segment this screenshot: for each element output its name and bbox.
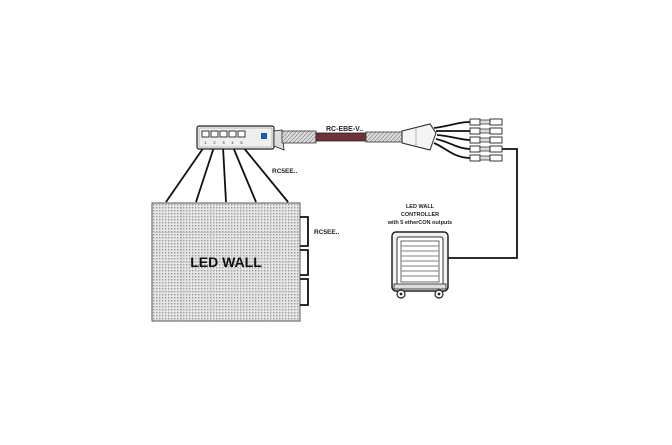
multicore-cable — [273, 123, 437, 151]
port-number-2: 2 — [213, 140, 216, 145]
controller-label-line3: with 5 etherCON outputs — [387, 220, 453, 226]
patch-cable-label-top: RC5EE.. — [272, 168, 298, 175]
etherCON-connectors — [469, 118, 503, 162]
led-wall-loop-cables — [300, 216, 309, 306]
controller-label-line2: CONTROLLER — [400, 212, 440, 218]
led-wall — [151, 202, 301, 322]
led-wall-label: LED WALL — [190, 254, 262, 270]
patch-cable-label-side: RC5EE.. — [314, 229, 340, 236]
port-number-3: 3 — [222, 140, 225, 145]
multicore-cable-label: RC-EBE-V.. — [326, 126, 364, 133]
port-number-4: 4 — [231, 140, 234, 145]
port-number-5: 5 — [240, 140, 243, 145]
etherCON-panel-box: 1 2 3 4 5 — [196, 125, 275, 150]
controller-label: LED WALL CONTROLLER with 5 etherCON outp… — [380, 203, 460, 227]
breakout-fan — [433, 121, 471, 159]
port-number-1: 1 — [204, 140, 207, 145]
led-wall-controller — [391, 231, 449, 299]
rc5ee-patch-cables — [165, 146, 289, 203]
controller-link-cable — [447, 148, 518, 259]
controller-label-line1: LED WALL — [405, 204, 435, 210]
